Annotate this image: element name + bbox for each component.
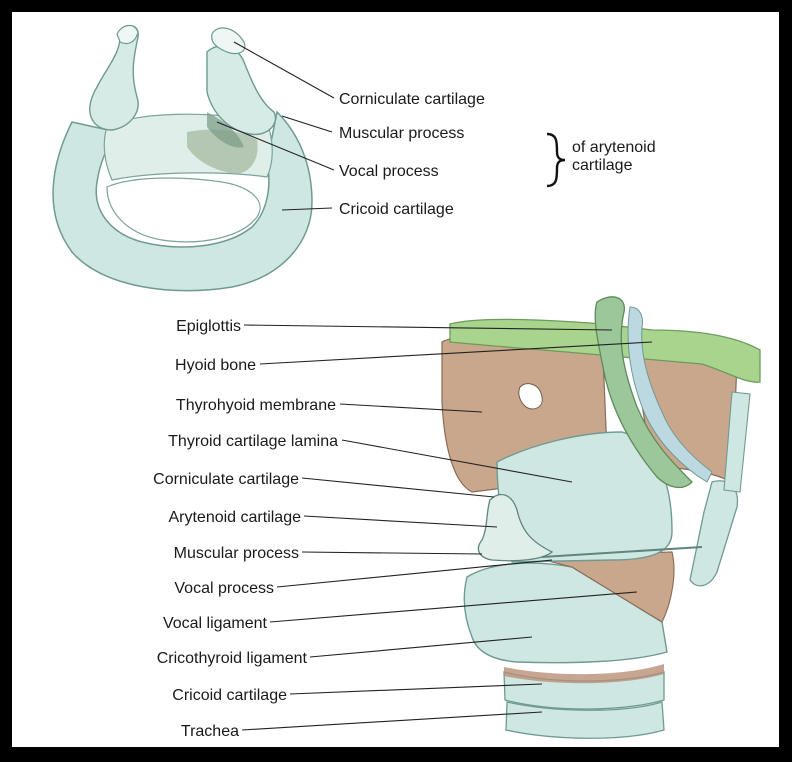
label-thyrohyoid: Thyrohyoid membrane: [176, 397, 336, 414]
label-hyoid: Hyoid bone: [175, 357, 256, 374]
label-epiglottis: Epiglottis: [176, 318, 241, 335]
label-cricothyroid: Cricothyroid ligament: [157, 650, 308, 667]
larynx-figure: [442, 297, 760, 738]
larynx-diagram: Corniculate cartilage Muscular process V…: [12, 12, 779, 747]
label-cricoid: Cricoid cartilage: [172, 687, 287, 704]
cricoid-ring-figure: [53, 25, 312, 290]
label-vocal: Vocal process: [174, 580, 274, 597]
brace: [547, 134, 565, 186]
label-thyroid-lamina: Thyroid cartilage lamina: [168, 433, 338, 450]
label-muscular: Muscular process: [174, 545, 299, 562]
label-top-cricoid: Cricoid cartilage: [339, 201, 454, 218]
label-top-vocal: Vocal process: [339, 163, 439, 180]
label-of-arytenoid: of arytenoid: [572, 139, 656, 156]
label-corniculate: Corniculate cartilage: [153, 471, 299, 488]
label-cartilage: cartilage: [572, 157, 633, 174]
cricoid-lumen: [107, 178, 260, 242]
leader-arytenoid: [304, 516, 497, 527]
label-arytenoid: Arytenoid cartilage: [168, 509, 301, 526]
label-top-corniculate: Corniculate cartilage: [339, 91, 485, 108]
label-trachea: Trachea: [181, 723, 239, 740]
label-vocal-ligament: Vocal ligament: [163, 615, 268, 632]
label-top-muscular: Muscular process: [339, 125, 464, 142]
leader-muscular: [302, 552, 482, 554]
diagram-canvas: Corniculate cartilage Muscular process V…: [12, 12, 779, 747]
posterior-column: [690, 481, 737, 586]
leader-trachea: [242, 712, 542, 730]
